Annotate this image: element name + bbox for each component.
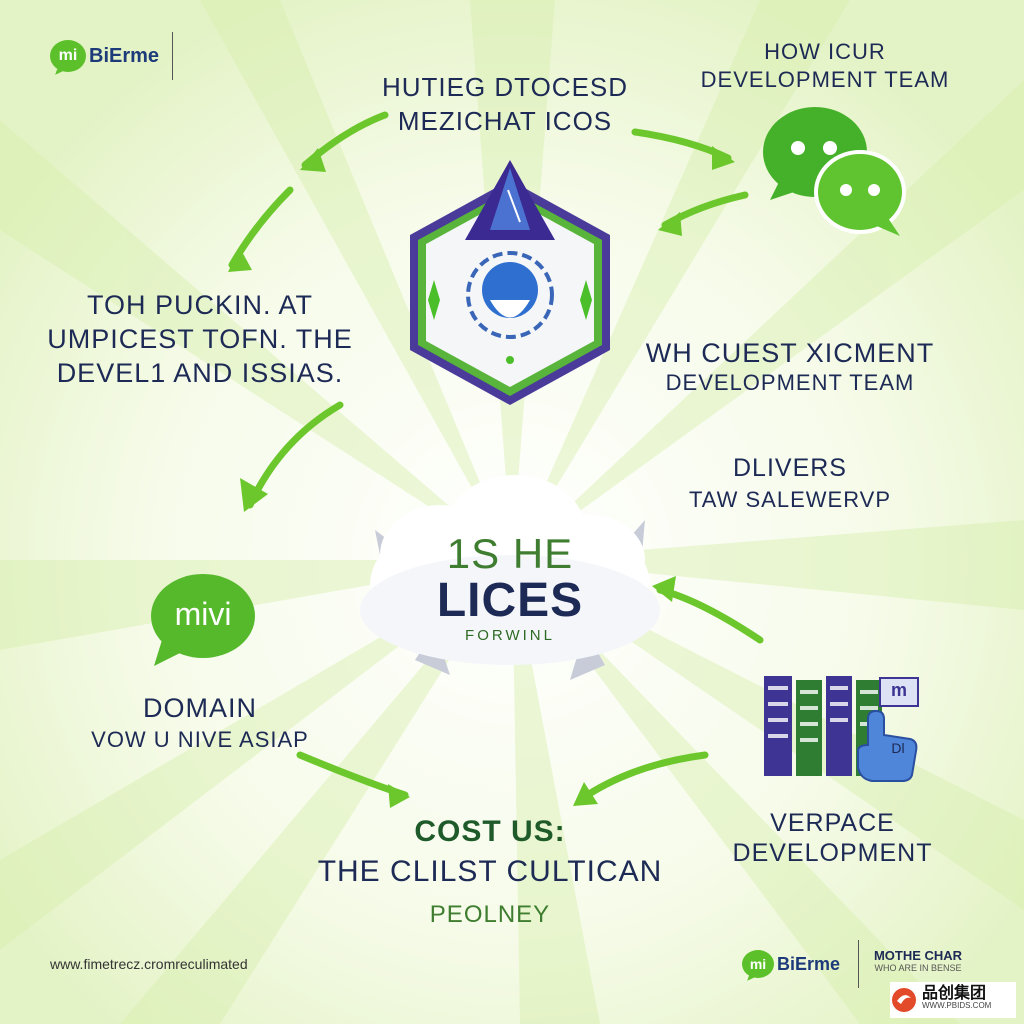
footer-url: www.fimetrecz.cromreculimated: [50, 956, 248, 972]
hand-label: Dl: [891, 740, 905, 756]
footer-title-block: MOTHE CHAR WHO ARE IN BENSE: [873, 948, 963, 973]
chat-bubbles-icon: [763, 107, 906, 236]
footer-logo-wordmark: BiErme: [777, 953, 841, 974]
cloud-icon: [360, 475, 660, 680]
server-racks-icon: [764, 676, 919, 776]
right-middle-text: WH CUEST XICMENT DEVELOPMENT TEAM: [645, 338, 935, 395]
speech-head-icon: [466, 251, 554, 364]
hexagon-badge-icon: [410, 160, 610, 405]
top-center-heading: HUTIEG DTOCESD MEZICHAT ICOS: [381, 72, 629, 136]
top-right-heading: HOW ICUR DEVELOPMENT TEAM: [700, 39, 950, 92]
footer-logo: mi BiErme: [742, 950, 840, 978]
arrow-icon: [576, 751, 709, 804]
watermark-url: WWW.PBIDS.COM: [922, 1001, 992, 1010]
logo-badge: mi: [50, 40, 86, 72]
watermark-logo-icon: [892, 988, 916, 1012]
header-logo: mi BiErme: [50, 40, 159, 72]
header-divider: [172, 32, 173, 80]
left-middle-text: TOH PUCKIN. AT UMPICEST TOFN. THE DEVEL1…: [47, 290, 353, 388]
delivers-text: DLIVERS TAW SALEWERVP: [688, 454, 892, 512]
server-badge-label: m: [890, 680, 907, 700]
watermark-brand: 品创集团: [922, 985, 987, 1002]
domain-text: DOMAIN VOW U NIVE ASIAP: [91, 693, 309, 752]
mivi-label: mivi: [174, 596, 232, 632]
arrow-icon: [656, 586, 764, 644]
bottom-center-text: COST US: THE CLILST CULTICAN PEOLNEY: [317, 815, 663, 928]
footer-divider: [858, 940, 859, 988]
bottom-right-text: VERPACE DEVELOPMENT: [732, 809, 933, 867]
hand-pointer-icon: [857, 709, 918, 782]
logo-wordmark: BiErme: [89, 44, 160, 67]
arrow-icon: [246, 401, 344, 509]
mivi-bubble-icon: [151, 574, 255, 666]
cloud-text: 1S HE LICES FORWINL: [436, 530, 584, 645]
footer-logo-badge: mi: [742, 950, 774, 978]
watermark: 品创集团 WWW.PBIDS.COM: [890, 982, 1016, 1018]
